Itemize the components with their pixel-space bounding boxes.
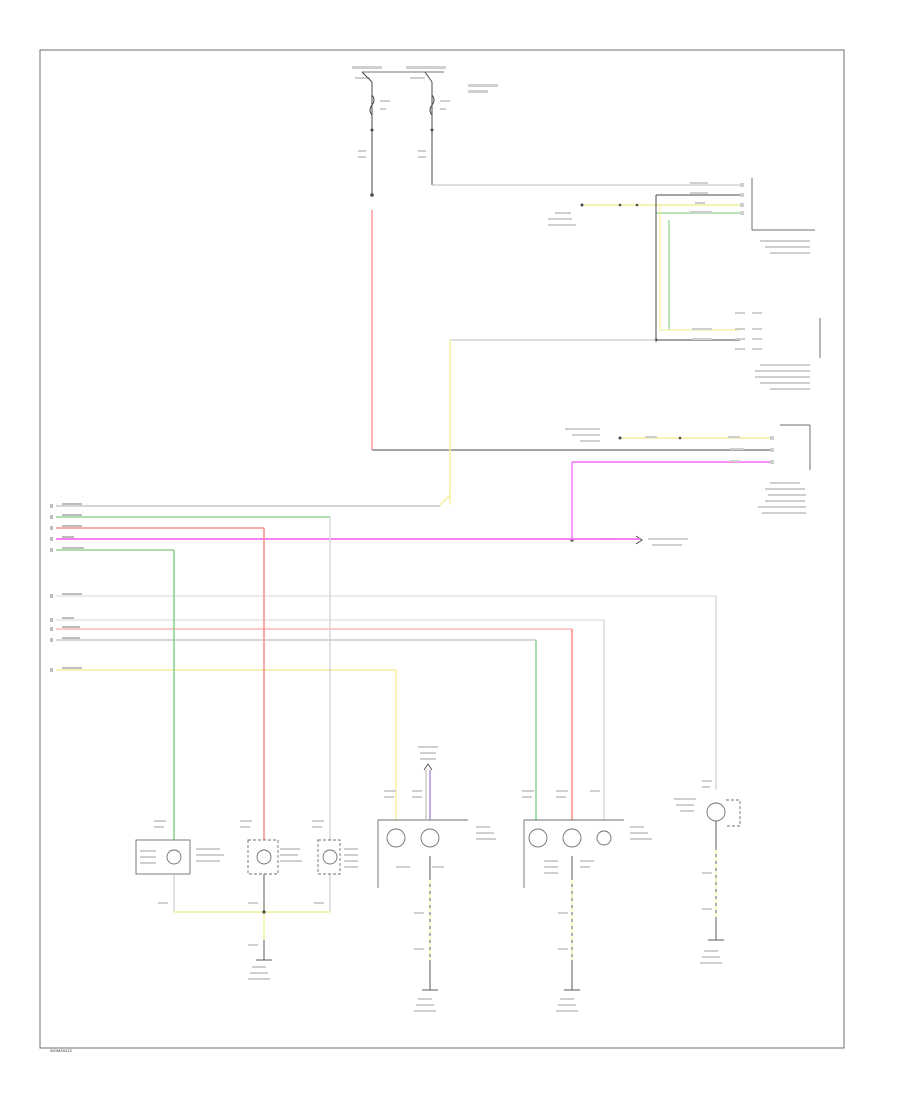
right-components	[372, 178, 821, 546]
fuse-supply-area	[352, 66, 498, 197]
license-lamp	[674, 780, 741, 964]
center-lamp-module	[377, 746, 496, 1012]
main-harness	[50, 210, 717, 840]
left-lamp-group	[135, 820, 358, 980]
diagram-frame	[39, 49, 845, 1049]
frame-id: WOMS0413	[50, 1048, 73, 1053]
right-lamp-module	[522, 790, 652, 1012]
